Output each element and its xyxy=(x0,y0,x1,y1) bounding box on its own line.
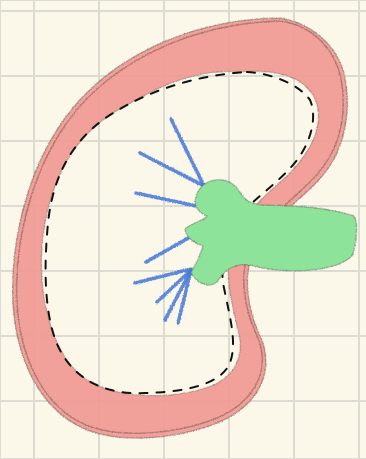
blue-branch xyxy=(165,270,191,320)
blue-branch-group xyxy=(129,119,204,323)
blue-branch xyxy=(136,193,201,207)
